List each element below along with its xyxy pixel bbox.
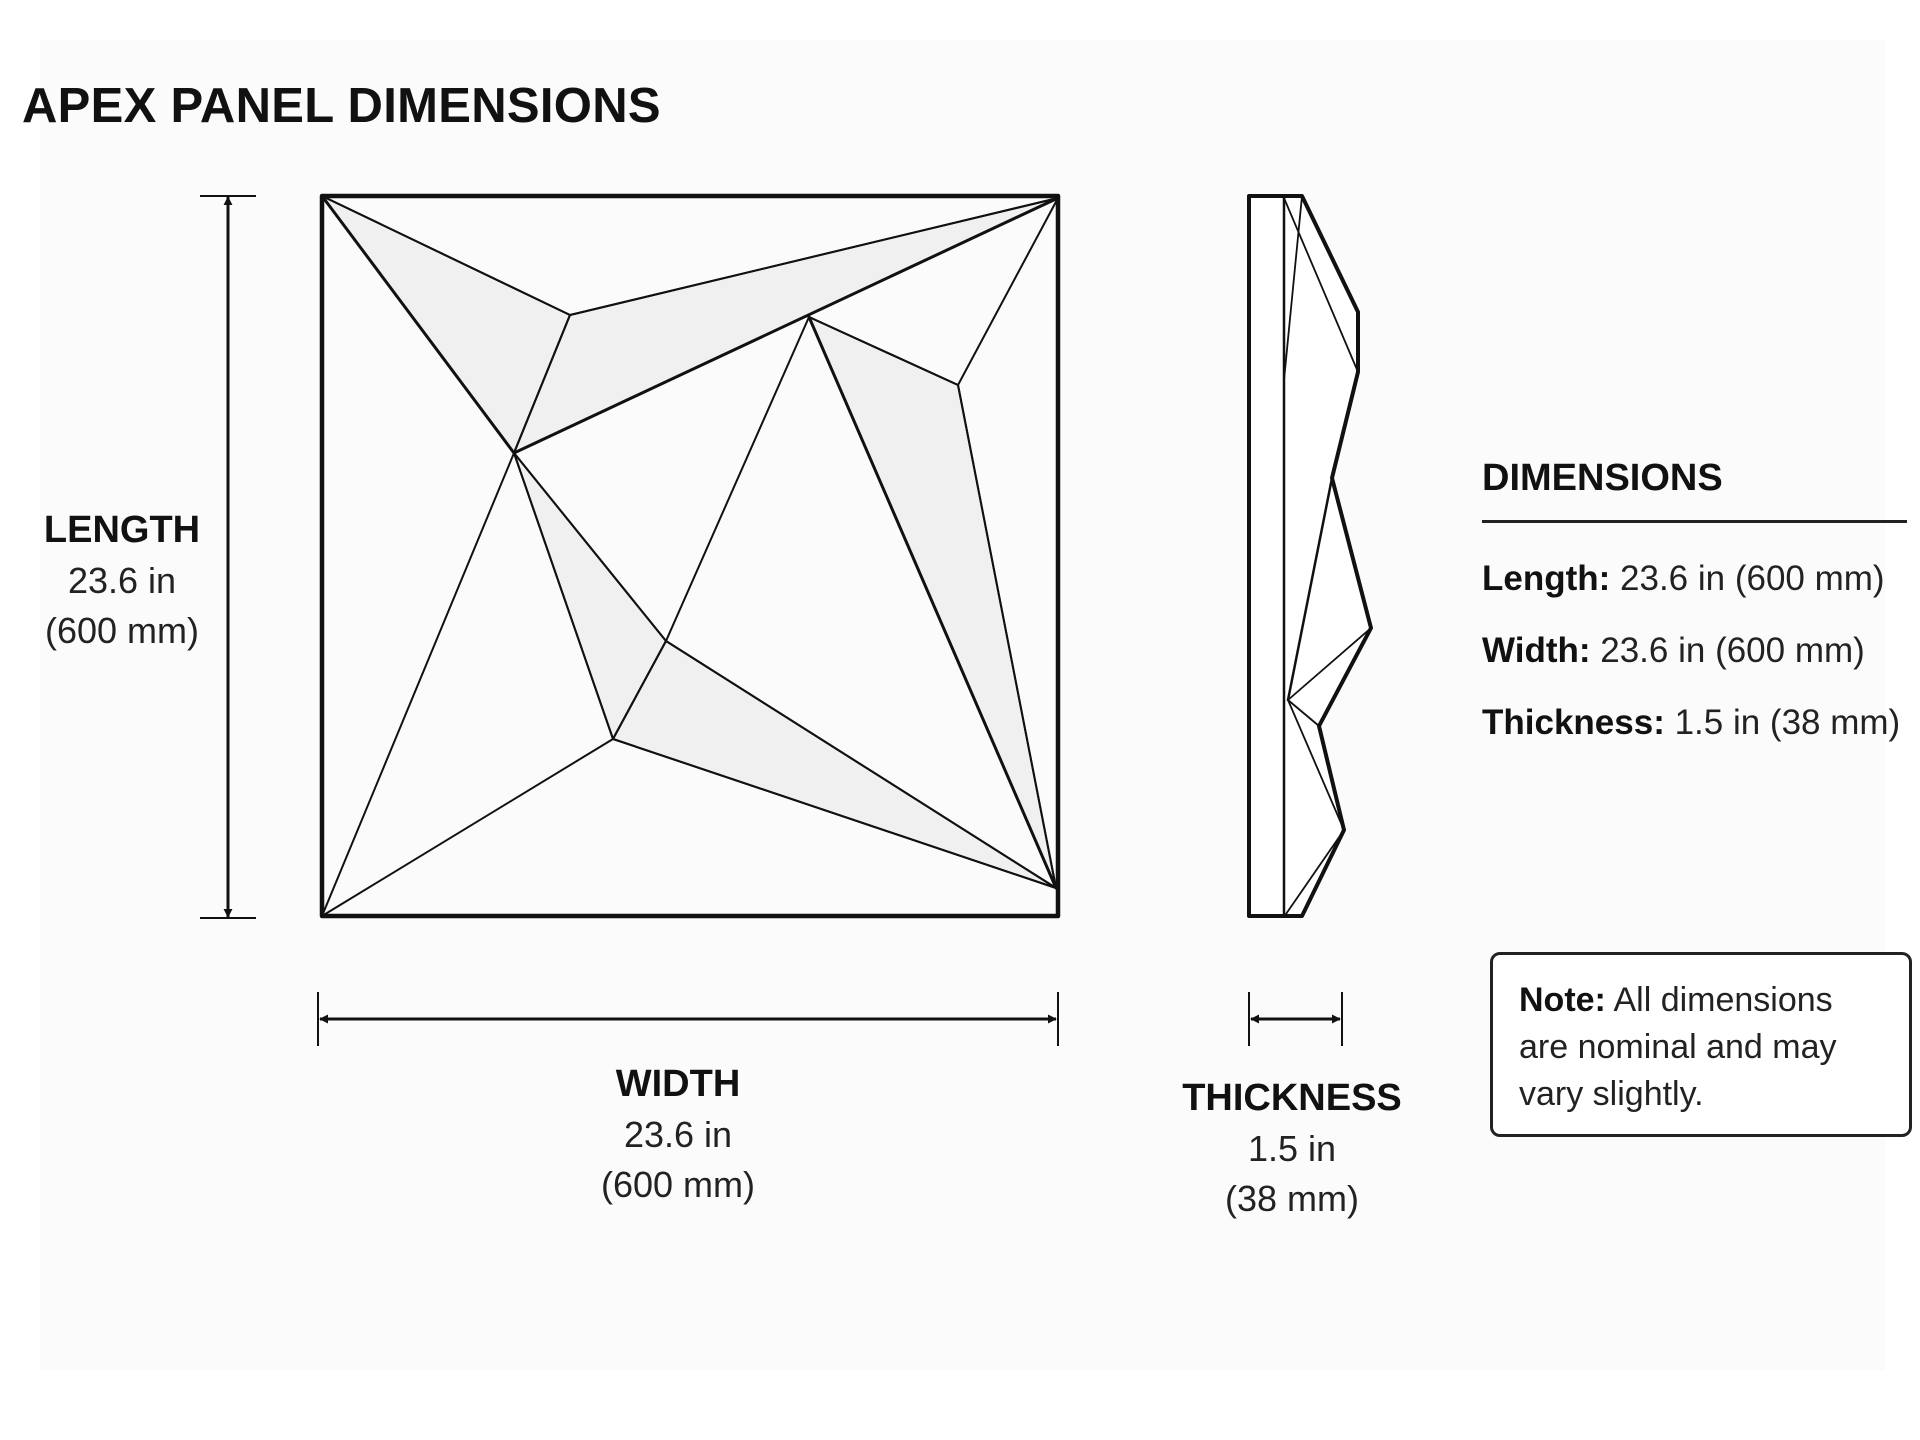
note-text: All dimensions are nominal and may vary … bbox=[1519, 981, 1837, 1113]
facet-edge bbox=[665, 640, 1057, 889]
thickness-label-mm: (38 mm) bbox=[1225, 1178, 1359, 1219]
facet-edge bbox=[321, 452, 515, 917]
side-profile-outline bbox=[1247, 194, 1373, 918]
spec-key: Thickness: bbox=[1482, 703, 1665, 742]
spec-value: 1.5 in (38 mm) bbox=[1664, 703, 1901, 742]
spec-value: 23.6 in (600 mm) bbox=[1610, 559, 1885, 598]
facet-edge bbox=[569, 197, 1059, 316]
drawing-background bbox=[40, 40, 1885, 1370]
specs-title: DIMENSIONS bbox=[1482, 452, 1907, 523]
side-profile-edge bbox=[1287, 699, 1320, 727]
facet-edge bbox=[321, 195, 571, 316]
facet-edge bbox=[513, 314, 571, 454]
length-dimension bbox=[200, 195, 256, 919]
facet-edge bbox=[321, 738, 614, 917]
facet-edge bbox=[957, 384, 1057, 889]
side-profile-edge bbox=[1286, 476, 1334, 702]
length-label-inches: 23.6 in bbox=[67, 560, 177, 601]
thickness-label-inches: 1.5 in bbox=[1247, 1128, 1337, 1169]
spec-value: 23.6 in (600 mm) bbox=[1590, 631, 1865, 670]
dimensions-spec-list: DIMENSIONS Length: 23.6 in (600 mm) Widt… bbox=[1482, 452, 1907, 759]
facet-edge bbox=[612, 640, 667, 740]
side-profile-edge bbox=[1283, 195, 1303, 381]
spec-row-thickness: Thickness: 1.5 in (38 mm) bbox=[1482, 687, 1907, 759]
panel-front-view bbox=[319, 193, 1061, 919]
width-label-inches: 23.6 in bbox=[623, 1114, 733, 1155]
facet-edge bbox=[807, 315, 1058, 890]
width-dimension bbox=[317, 992, 1059, 1046]
spec-key: Width: bbox=[1482, 631, 1591, 670]
facet-edge bbox=[612, 738, 1057, 889]
length-label-mm: (600 mm) bbox=[44, 610, 200, 651]
side-profile-edge bbox=[1287, 699, 1345, 831]
thickness-dimension bbox=[1248, 992, 1343, 1046]
width-label-name: WIDTH bbox=[615, 1063, 741, 1105]
width-label: WIDTH 23.6 in (600 mm) bbox=[562, 1058, 794, 1210]
spec-row-width: Width: 23.6 in (600 mm) bbox=[1482, 615, 1907, 687]
thickness-label: THICKNESS 1.5 in (38 mm) bbox=[1172, 1072, 1412, 1224]
side-profile-edge bbox=[1287, 627, 1372, 701]
facet-edge bbox=[513, 452, 667, 642]
facet-edge bbox=[320, 194, 516, 455]
spec-row-length: Length: 23.6 in (600 mm) bbox=[1482, 543, 1907, 615]
panel-side-view bbox=[1247, 194, 1373, 918]
facet-edge bbox=[513, 452, 614, 740]
length-label: LENGTH 23.6 in (600 mm) bbox=[34, 504, 210, 656]
length-label-name: LENGTH bbox=[43, 509, 201, 551]
facet-edge bbox=[512, 196, 1060, 455]
thickness-label-name: THICKNESS bbox=[1182, 1077, 1402, 1119]
side-profile-edge bbox=[1283, 197, 1359, 373]
note-key: Note: bbox=[1519, 981, 1606, 1019]
spec-key: Length: bbox=[1482, 559, 1611, 598]
page-title: APEX PANEL DIMENSIONS bbox=[22, 79, 661, 133]
panel-outline bbox=[319, 193, 1061, 919]
width-label-mm: (600 mm) bbox=[600, 1164, 756, 1205]
side-profile-edge bbox=[1285, 829, 1345, 915]
facet-edge bbox=[808, 316, 959, 386]
facet-edge bbox=[957, 197, 1059, 386]
facet-edge bbox=[665, 316, 810, 642]
note-box: Note: All dimensions are nominal and may… bbox=[1490, 952, 1912, 1137]
